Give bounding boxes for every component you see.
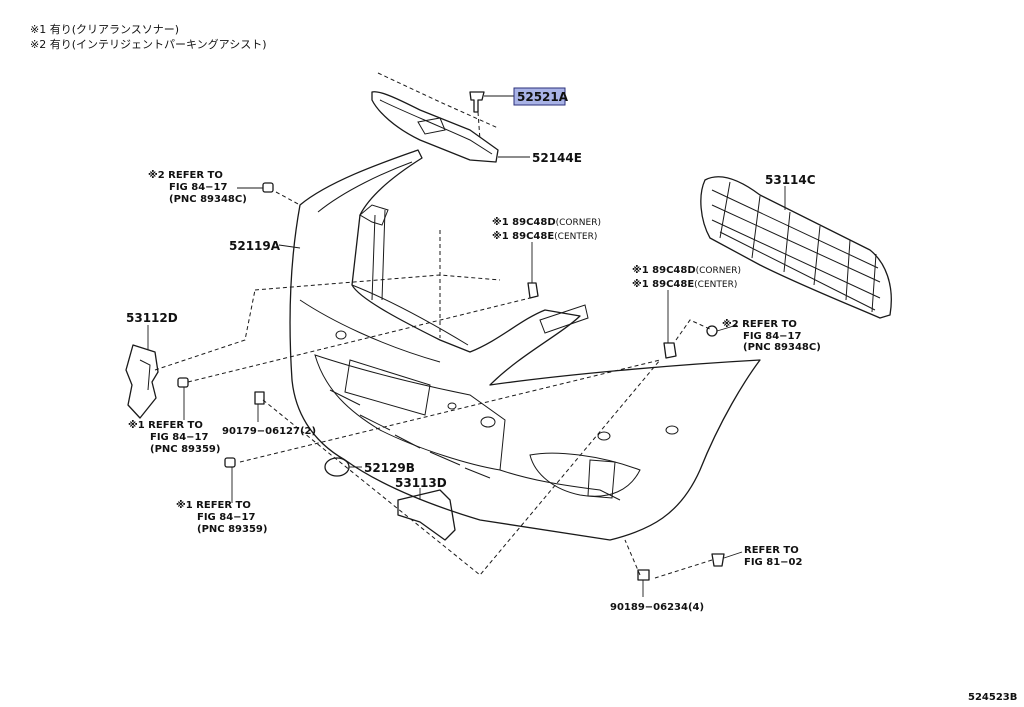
refer-left-mid[interactable]: ※1 REFER TO FIG 84−17 (PNC 89359) (128, 419, 220, 455)
sensor-89c48-left-icon (527, 282, 539, 299)
refer-left-top-line-3: (PNC 89348C) (169, 194, 247, 205)
label-53114c[interactable]: 53114C (765, 173, 816, 187)
refer-left-mid-line-3: (PNC 89359) (150, 444, 220, 455)
label-52129b[interactable]: 52129B (364, 461, 415, 475)
refer-left-bottom-line-2: FIG 84−17 (197, 512, 255, 523)
clip-90189-icon (637, 569, 650, 581)
callout-right-center[interactable]: ※1 89C48E(CENTER) (632, 278, 737, 290)
callout-right-corner[interactable]: ※1 89C48D(CORNER) (632, 264, 741, 276)
refer-right-line-3: (PNC 89348C) (743, 342, 821, 353)
clip-90179-icon (254, 391, 265, 405)
upper-retainer-52144e (371, 91, 499, 163)
label-52119a[interactable]: 52119A (229, 239, 281, 253)
label-90179[interactable]: 90179−06127(2) (222, 426, 316, 437)
side-bracket-53112d (125, 344, 159, 419)
lower-bracket-53113d (397, 489, 456, 541)
sensor-retainer-lower-icon (224, 457, 236, 468)
fasteners (177, 91, 725, 581)
callout-left-center[interactable]: ※1 89C48E(CENTER) (492, 230, 597, 242)
refer-left-top-line-1: ※2 REFER TO (148, 169, 223, 181)
assembly-lines (154, 72, 713, 579)
front-bumper-cover (289, 149, 761, 541)
callout-left-corner[interactable]: ※1 89C48D(CORNER) (492, 216, 601, 228)
label-53112d[interactable]: 53112D (126, 311, 178, 325)
refer-left-bottom-line-3: (PNC 89359) (197, 524, 267, 535)
sensor-retainer-right-icon (706, 325, 718, 337)
refer-right[interactable]: ※2 REFER TO FIG 84−17 (PNC 89348C) (722, 318, 821, 353)
refer-right-bottom-line-2: FIG 81−02 (744, 557, 802, 568)
refer-left-bottom-line-1: ※1 REFER TO (176, 499, 251, 511)
label-52144e[interactable]: 52144E (532, 151, 582, 165)
figure-code: 524523B (968, 692, 1017, 703)
refer-left-mid-line-2: FIG 84−17 (150, 432, 208, 443)
note-2: ※2 有り(インテリジェントパーキングアシスト) (30, 37, 267, 51)
label-90189[interactable]: 90189−06234(4) (610, 602, 704, 613)
refer-left-top[interactable]: ※2 REFER TO FIG 84−17 (PNC 89348C) (148, 169, 247, 205)
sensor-retainer-mid-icon (177, 377, 189, 388)
sensor-89c48-right-icon (663, 342, 677, 359)
sensor-retainer-left-icon (262, 182, 274, 193)
label-53113d[interactable]: 53113D (395, 476, 447, 490)
fastener-81-02-icon (711, 553, 725, 567)
refer-right-line-2: FIG 84−17 (743, 331, 801, 342)
highlight-52521a (513, 87, 566, 106)
refer-left-mid-line-1: ※1 REFER TO (128, 419, 203, 431)
lower-grille-53114c (700, 176, 892, 319)
refer-left-top-line-2: FIG 84−17 (169, 182, 227, 193)
clip-52521a-icon (469, 91, 485, 113)
note-1: ※1 有り(クリアランスソナー) (30, 22, 179, 36)
refer-left-bottom[interactable]: ※1 REFER TO FIG 84−17 (PNC 89359) (176, 499, 267, 535)
label-52521a[interactable]: 52521A (517, 90, 569, 104)
refer-right-line-1: ※2 REFER TO (722, 318, 797, 330)
leader-lines (147, 95, 786, 597)
refer-right-bottom-line-1: REFER TO (744, 545, 799, 556)
refer-right-bottom[interactable]: REFER TO FIG 81−02 (744, 545, 802, 568)
